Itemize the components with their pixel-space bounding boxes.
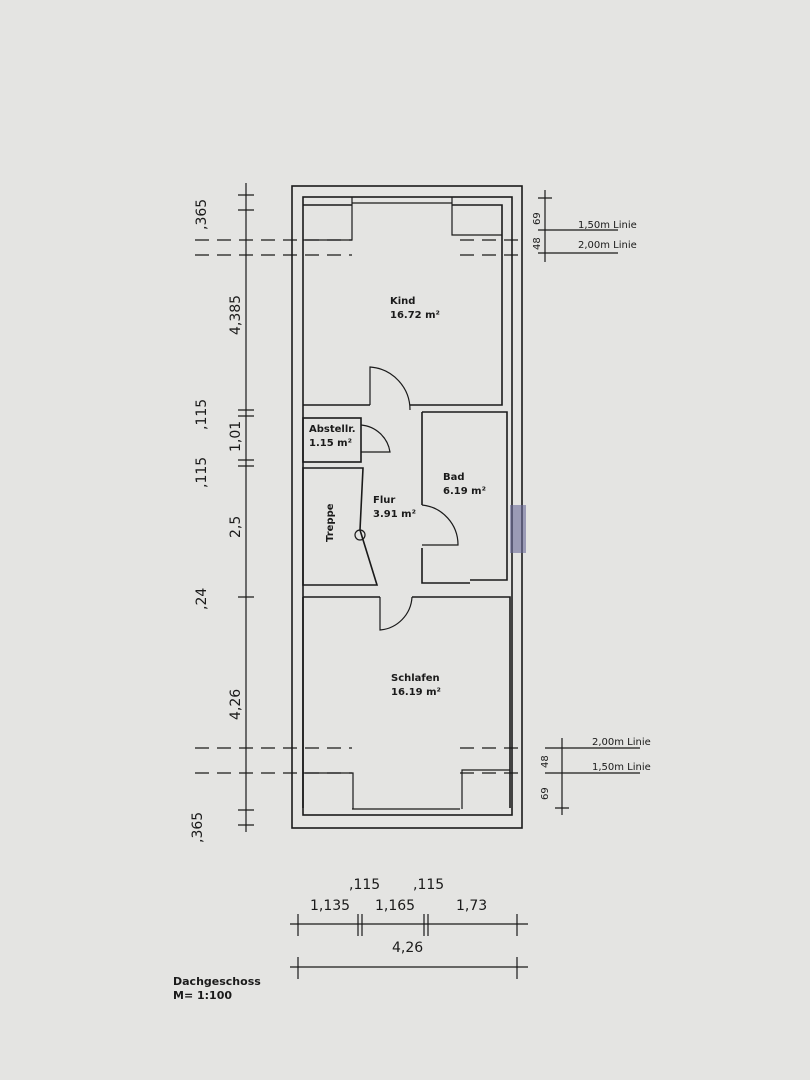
schlafen-walls — [302, 596, 511, 808]
bad-walls — [421, 411, 508, 584]
right-bottom-line1: 2,00m Linie — [592, 737, 651, 748]
bad-door — [421, 504, 459, 546]
svg-text:,365: ,365 — [190, 812, 206, 843]
svg-text:,365: ,365 — [194, 199, 210, 230]
room-abstellr-name: Abstellr. — [309, 424, 356, 435]
height-line-top-right — [460, 239, 522, 256]
svg-text:1,01: 1,01 — [228, 421, 244, 452]
right-top-ticks — [538, 197, 618, 254]
room-bad-area: 6.19 m² — [443, 486, 486, 497]
room-bad-name: Bad — [443, 472, 465, 483]
bottom-wall-2: ,115 — [413, 877, 444, 893]
right-bottom-line2: 1,50m Linie — [592, 762, 651, 773]
left-dimension-labels: ,365 4,385 ,115 1,01 ,115 2,5 ,24 4,26 ,… — [190, 199, 244, 843]
kind-walls — [303, 204, 503, 406]
schlafen-door — [379, 596, 413, 631]
height-line-bottom — [195, 747, 352, 774]
room-flur-area: 3.91 m² — [373, 509, 416, 520]
right-top-line2: 2,00m Linie — [578, 240, 637, 251]
svg-text:4,26: 4,26 — [228, 689, 244, 720]
svg-text:,115: ,115 — [194, 399, 210, 430]
room-flur-name: Flur — [373, 495, 395, 506]
stair-marker — [354, 529, 366, 541]
svg-text:,24: ,24 — [194, 588, 210, 610]
bottom-seg-1: 1,135 — [310, 898, 350, 914]
bottom-total: 4,26 — [392, 940, 423, 956]
bottom-total-ticks — [297, 957, 518, 979]
kind-door — [369, 366, 411, 411]
right-bottom-d1: 48 — [540, 755, 551, 768]
room-treppe-name: Treppe — [325, 503, 336, 542]
room-schlafen-area: 16.19 m² — [391, 687, 441, 698]
schlafen-niches — [303, 769, 510, 809]
right-bottom-ticks — [545, 747, 640, 809]
stair-walls — [302, 467, 379, 586]
chimney — [510, 505, 526, 553]
plan-title: Dachgeschoss — [173, 975, 261, 988]
bottom-seg-3: 1,73 — [456, 898, 487, 914]
room-abstellr-area: 1.15 m² — [309, 438, 352, 449]
abstellraum-door — [360, 424, 391, 453]
svg-text:2,5: 2,5 — [228, 516, 244, 538]
svg-text:4,385: 4,385 — [228, 295, 244, 335]
bottom-segment-ticks — [297, 914, 518, 936]
right-top-line1: 1,50m Linie — [578, 220, 637, 231]
bottom-wall-1: ,115 — [349, 877, 380, 893]
room-schlafen-name: Schlafen — [391, 673, 440, 684]
height-line-top — [195, 239, 352, 256]
bottom-seg-2: 1,165 — [375, 898, 415, 914]
right-top-d2: 48 — [532, 237, 543, 250]
height-line-bottom-right — [460, 747, 522, 774]
svg-text:,115: ,115 — [194, 457, 210, 488]
right-top-d1: 69 — [532, 212, 543, 225]
plan-scale: M= 1:100 — [173, 989, 232, 1002]
abstellraum-walls — [302, 417, 362, 463]
room-kind-area: 16.72 m² — [390, 310, 440, 321]
left-ticks — [238, 194, 254, 826]
room-kind-name: Kind — [390, 296, 415, 307]
right-bottom-d2: 69 — [540, 787, 551, 800]
